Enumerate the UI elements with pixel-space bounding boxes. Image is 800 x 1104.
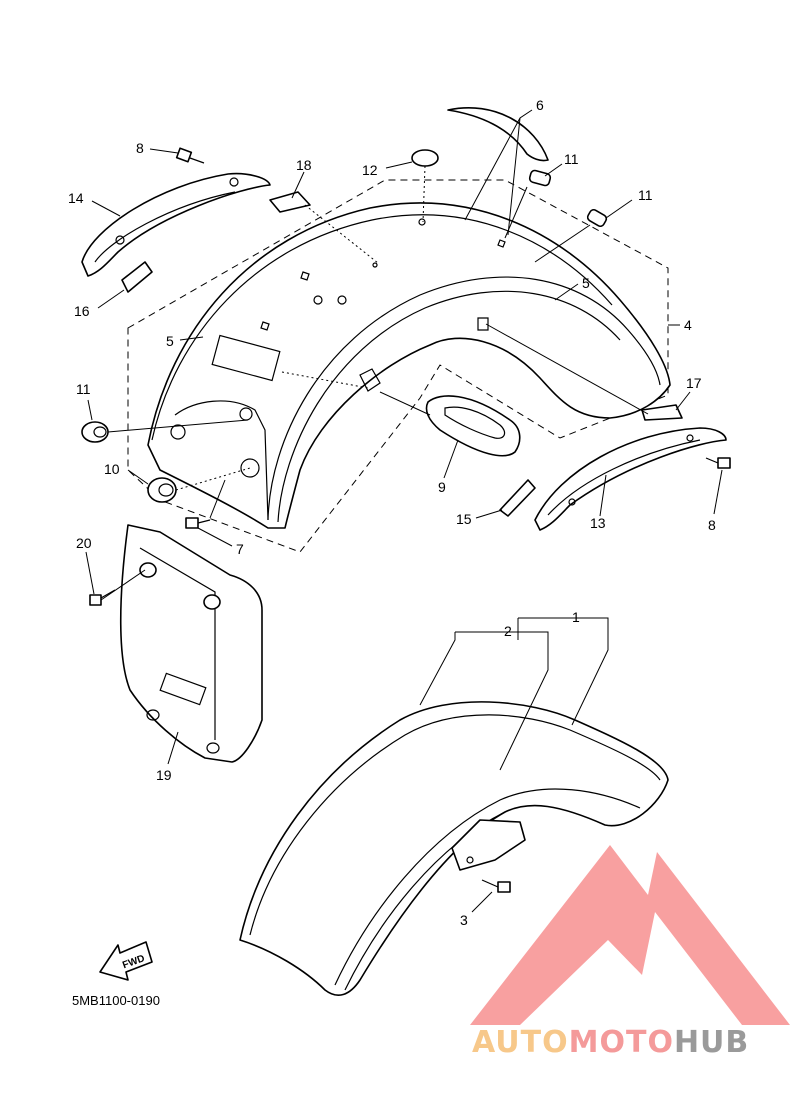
callout-12: 12: [362, 162, 378, 178]
assembly-outline: [127, 179, 669, 553]
pad-17: [641, 404, 683, 421]
callout-3: 3: [460, 912, 468, 928]
callout-11-right: 11: [638, 187, 653, 203]
trim-strip-6: [447, 107, 549, 162]
reflector-9: [425, 395, 521, 457]
grommet-10: [147, 477, 177, 503]
callout-15: 15: [456, 511, 472, 527]
callout-19: 19: [156, 767, 172, 783]
callout-10: 10: [104, 461, 120, 477]
callout-8-right: 8: [708, 517, 716, 533]
bolt-8b: [705, 457, 731, 469]
grommet-11a: [528, 169, 552, 187]
bolt-7: [185, 517, 211, 529]
callout-labels: 1 2 3 4 5 5 6 7 8 8 9 10 11 11 11 12 13 …: [68, 97, 716, 928]
callout-20: 20: [76, 535, 92, 551]
callout-5-left: 5: [166, 333, 174, 349]
callout-2: 2: [504, 623, 512, 639]
callout-17: 17: [686, 375, 702, 391]
side-rail-13: [534, 427, 727, 531]
callout-11-upper: 11: [564, 151, 579, 167]
callout-7: 7: [236, 541, 244, 557]
leader-lines: [85, 109, 723, 913]
callout-14: 14: [68, 190, 84, 206]
automotohub-logo: AUTOMOTOHUB: [470, 845, 790, 1060]
callout-16: 16: [74, 303, 90, 319]
callout-13: 13: [590, 515, 606, 531]
callout-9: 9: [438, 479, 446, 495]
pad-15: [499, 479, 536, 517]
rear-fender: [147, 202, 671, 529]
front-fender: [239, 701, 669, 996]
logo-mark-icon: [470, 845, 790, 1025]
pad-18: [269, 191, 311, 213]
watermark-auto: AUTO: [472, 1025, 569, 1060]
bolt-3: [481, 879, 511, 893]
bolt-8a: [175, 147, 205, 164]
grommet-11c: [81, 421, 109, 443]
callout-18: 18: [296, 157, 312, 173]
pad-16: [121, 261, 153, 293]
side-cover-19: [119, 524, 263, 763]
cap-12: [411, 149, 439, 167]
grommet-11b: [586, 208, 608, 228]
reference-code: 5MB1100-0190: [72, 993, 160, 1008]
callout-5-right: 5: [582, 275, 590, 291]
watermark-hub: HUB: [674, 1025, 749, 1060]
callout-6: 6: [536, 97, 544, 113]
fwd-arrow-icon: FWD: [99, 941, 153, 981]
side-rail-14: [81, 172, 271, 277]
callout-4: 4: [684, 317, 692, 333]
callout-11-left: 11: [76, 381, 91, 397]
callout-1: 1: [572, 609, 580, 625]
callout-8-top: 8: [136, 140, 144, 156]
watermark-moto: MOTO: [569, 1025, 674, 1060]
svg-text:AUTOMOTOHUB: AUTOMOTOHUB: [472, 1025, 749, 1060]
